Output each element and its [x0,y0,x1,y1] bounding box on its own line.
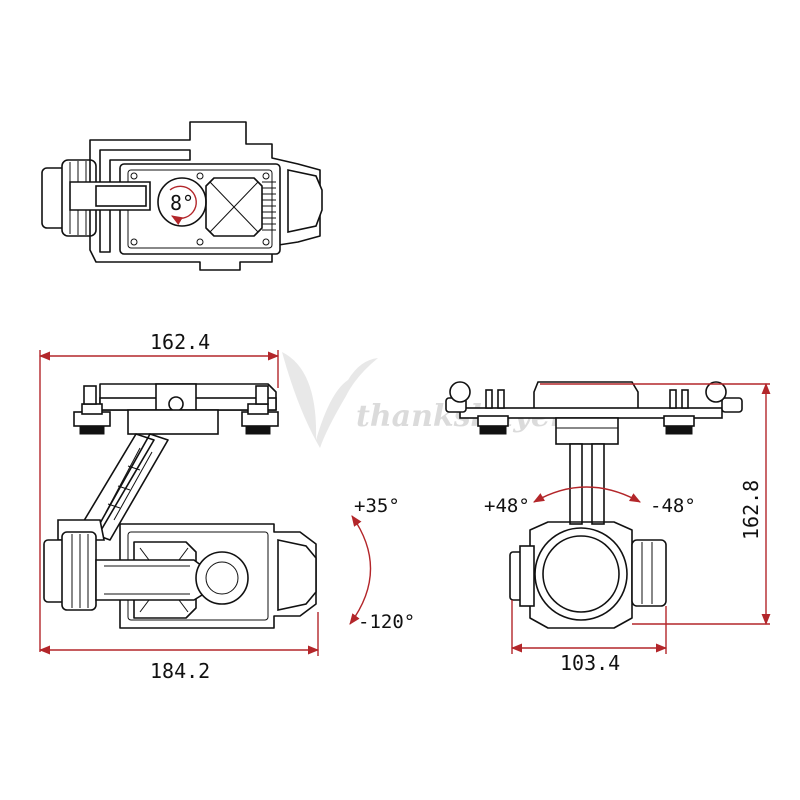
pitch-angle-up: +35° [354,495,400,517]
pitch-angle-down: -120° [358,611,415,633]
front-view: 162.8 103.4 +48° -48° [445,381,771,675]
tilt-label: 8° [170,191,194,215]
top-view: 8° [41,121,323,271]
front-height: 162.8 [739,480,763,540]
side-view: 162.4 184.2 +35° -120° [38,330,415,683]
yaw-angle-left: +48° [484,495,530,517]
yaw-angle-right: -48° [650,495,696,517]
side-width-bottom: 184.2 [150,659,210,683]
front-width: 103.4 [560,651,620,675]
watermark: thanksbuyer [282,352,568,448]
side-width-top: 162.4 [150,330,210,354]
bird-logo-icon [282,352,378,448]
